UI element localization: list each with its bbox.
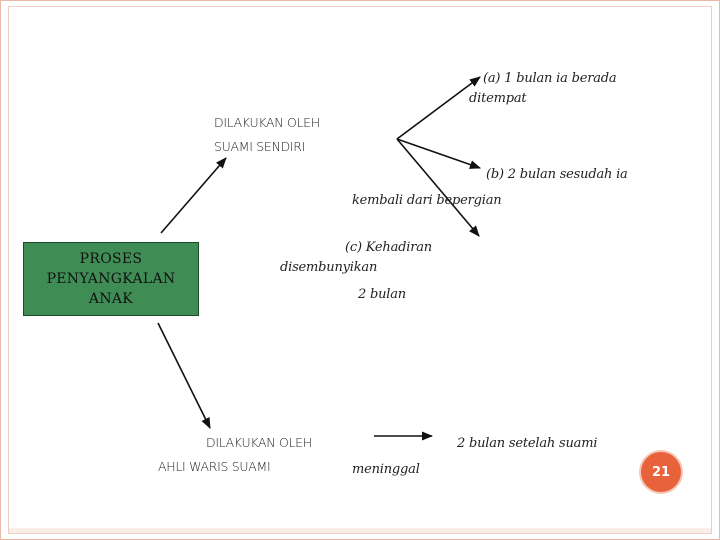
slide-frame-band	[9, 528, 711, 533]
option-a-line2: ditempat	[469, 91, 527, 106]
option-c-line2: disembunyikan	[280, 260, 378, 275]
heirs-deadline-line2: meninggal	[352, 462, 420, 477]
process-box-label: PROSES PENYANGKALAN ANAK	[46, 251, 176, 307]
arrow-split-to-c	[396, 138, 480, 237]
process-box: PROSES PENYANGKALAN ANAK	[23, 242, 199, 316]
heirs-branch-line2: AHLI WARIS SUAMI	[158, 459, 271, 474]
option-b-line1: (b) 2 bulan sesudah ia	[486, 167, 628, 182]
arrow-split-to-b	[396, 138, 482, 169]
husband-branch-line2: SUAMI SENDIRI	[214, 139, 306, 154]
husband-branch-line1: DILAKUKAN OLEH	[214, 115, 320, 130]
slide-frame-inner	[8, 6, 712, 534]
option-b-line2: kembali dari bepergian	[352, 193, 502, 208]
arrow-box-to-husband	[160, 157, 227, 234]
option-c-line3: 2 bulan	[358, 287, 406, 302]
page-number: 21	[651, 464, 671, 480]
page-number-badge: 21	[639, 450, 683, 494]
arrow-split-to-a	[396, 76, 481, 140]
option-c-line1: (c) Kehadiran	[345, 240, 432, 255]
option-a-line1: (a) 1 bulan ia berada	[483, 71, 617, 86]
arrow-box-to-heirs	[157, 322, 211, 430]
heirs-branch-line1: DILAKUKAN OLEH	[206, 435, 312, 450]
heirs-deadline-line1: 2 bulan setelah suami	[457, 436, 598, 451]
